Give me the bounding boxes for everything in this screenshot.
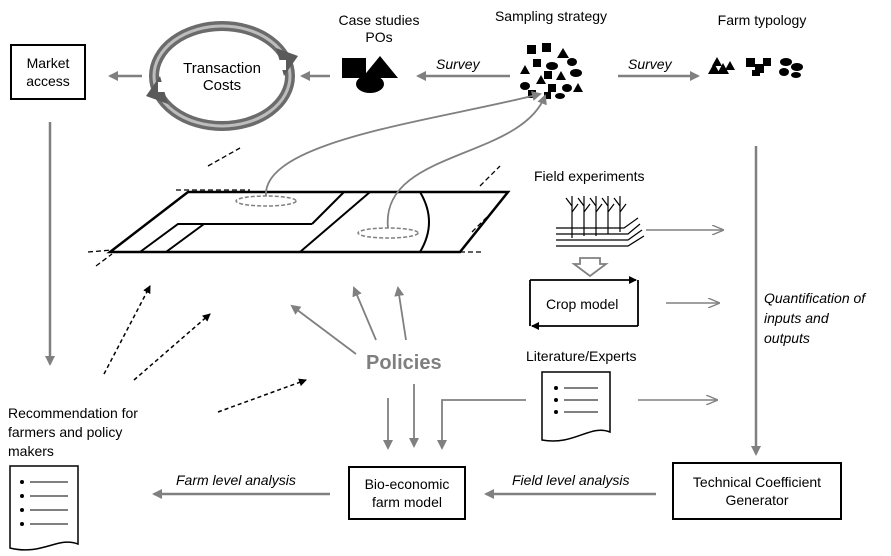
sampling-strategy-label: Sampling strategy: [494, 8, 608, 24]
quantification-label: Quantification of inputs and outputs: [764, 290, 866, 346]
market-access-label: Market access: [26, 55, 70, 89]
transaction-costs-label: Transaction Costs: [183, 60, 261, 94]
arrow-literature-to-bioeconomic: [437, 399, 526, 450]
curve-field-to-sampling-1: [265, 91, 542, 197]
survey-left-label: Survey: [436, 56, 480, 72]
crop-model-label: Crop model: [546, 296, 619, 312]
recommendation-dashed-arrows: [103, 285, 307, 413]
case-studies-shapes-icon: [342, 56, 398, 93]
recommendation-label: Recommendation for farmers and policy ma…: [8, 405, 138, 459]
market-access-box: Market access: [10, 44, 86, 100]
technical-coefficient-box: Technical Coefficient Generator: [672, 462, 842, 520]
field-experiments-label: Field experiments: [534, 168, 645, 184]
literature-experts-label: Literature/Experts: [526, 348, 637, 364]
farm-typology-groups-icon: [708, 57, 803, 78]
field-level-analysis-label: Field level analysis: [512, 472, 630, 488]
farm-level-analysis-label: Farm level analysis: [176, 472, 296, 488]
bio-economic-model-label: Bio-economic farm model: [364, 476, 450, 510]
bio-economic-model-box: Bio-economic farm model: [348, 466, 466, 520]
literature-document-icon: [541, 371, 611, 442]
sampling-scatter-icon: [520, 43, 583, 99]
case-studies-label: Case studies POs: [338, 12, 420, 45]
policies-arrows: [290, 286, 419, 450]
recommendation-document-icon: [9, 465, 79, 551]
technical-coefficient-label: Technical Coefficient Generator: [692, 474, 822, 508]
field-map: [87, 147, 511, 267]
policies-label: Policies: [366, 352, 442, 374]
crop-model-frame: [529, 276, 639, 330]
survey-right-label: Survey: [628, 56, 672, 72]
farm-typology-label: Farm typology: [717, 12, 807, 28]
down-hollow-arrow: [571, 257, 609, 278]
crop-field-icon: [556, 196, 645, 247]
curve-field-to-sampling-2: [387, 94, 547, 229]
transaction-costs-cycle: [146, 21, 298, 131]
